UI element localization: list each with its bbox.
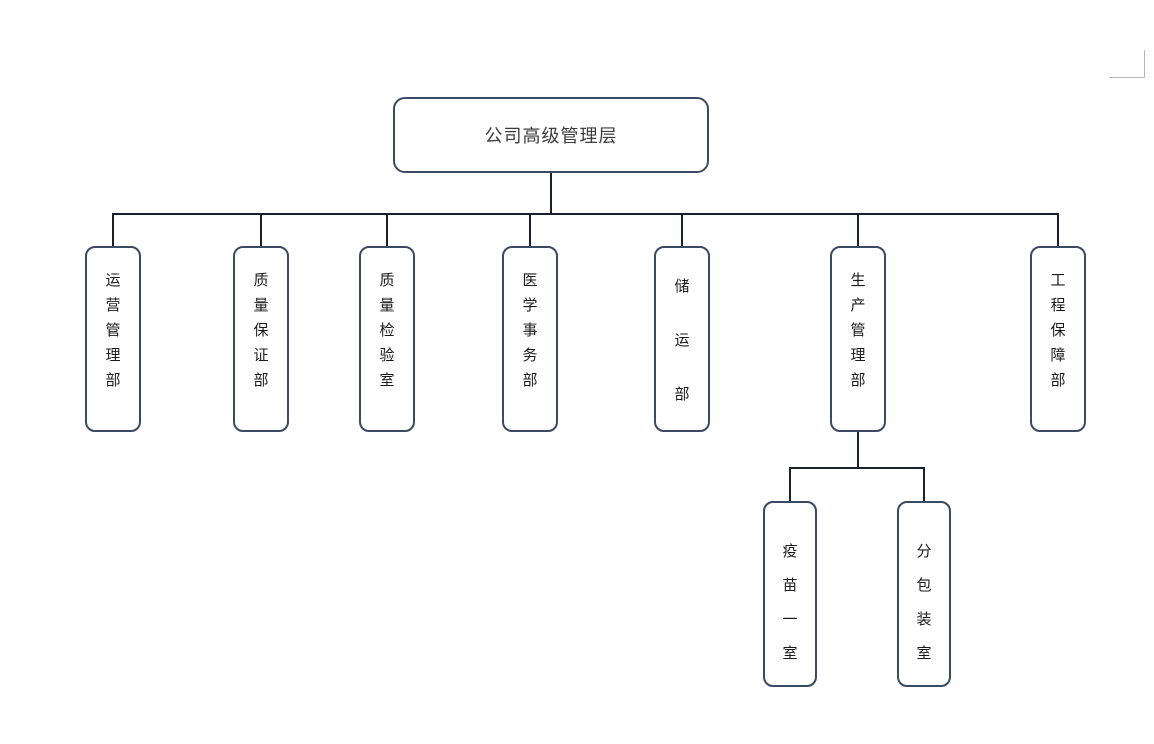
label-char: 包 [916, 578, 932, 594]
label-char: 理 [850, 348, 866, 364]
node-dept-logistics-label: 储运部 [656, 280, 708, 403]
node-dept-operations-label: 运营管理部 [87, 274, 139, 389]
label-char: 部 [522, 373, 538, 389]
node-dept-medical-label: 医学事务部 [504, 274, 556, 389]
label-char: 室 [916, 646, 932, 662]
node-dept-logistics[interactable]: 储运部 [654, 246, 710, 432]
node-dept-qc-lab[interactable]: 质量检验室 [359, 246, 415, 432]
label-char: 分 [916, 544, 932, 560]
label-char: 管 [105, 323, 121, 339]
label-char: 程 [1050, 298, 1066, 314]
label-char: 保 [253, 323, 269, 339]
label-char: 质 [253, 273, 269, 289]
node-sub-vaccine-room-1-label: 疫苗一室 [765, 545, 815, 662]
connector-drop-engineering [1057, 213, 1059, 246]
node-dept-qc-lab-label: 质量检验室 [361, 274, 413, 389]
node-dept-operations[interactable]: 运营管理部 [85, 246, 141, 432]
label-char: 证 [253, 348, 269, 364]
connector-drop-qa [260, 213, 262, 246]
label-char: 工 [1050, 273, 1066, 289]
label-char: 部 [850, 373, 866, 389]
label-char: 苗 [782, 578, 798, 594]
label-char: 室 [782, 646, 798, 662]
node-sub-packaging-room-label: 分包装室 [899, 545, 949, 662]
label-char: 量 [379, 298, 395, 314]
label-char: 理 [105, 348, 121, 364]
label-char: 部 [674, 387, 690, 403]
label-char: 一 [782, 612, 798, 628]
label-char: 产 [850, 298, 866, 314]
node-dept-qa-label: 质量保证部 [235, 274, 287, 389]
node-dept-engineering-label: 工程保障部 [1032, 274, 1084, 389]
label-char: 储 [674, 279, 690, 295]
connector-production-down [857, 431, 859, 469]
label-char: 室 [379, 373, 395, 389]
label-char: 检 [379, 323, 395, 339]
connector-root-down [550, 173, 552, 214]
node-root[interactable]: 公司高级管理层 [393, 97, 709, 173]
label-char: 疫 [782, 544, 798, 560]
connector-drop-vaccine-room-1 [789, 467, 791, 501]
connector-drop-logistics [681, 213, 683, 246]
label-char: 部 [1050, 373, 1066, 389]
label-char: 事 [522, 323, 538, 339]
label-char: 部 [253, 373, 269, 389]
page-margin-guide-icon [1109, 50, 1145, 78]
connector-drop-packaging-room [923, 467, 925, 501]
node-sub-vaccine-room-1[interactable]: 疫苗一室 [763, 501, 817, 687]
connector-main-bus [112, 213, 1059, 215]
label-char: 验 [379, 348, 395, 364]
label-char: 运 [674, 333, 690, 349]
connector-drop-production [857, 213, 859, 246]
node-dept-qa[interactable]: 质量保证部 [233, 246, 289, 432]
label-char: 管 [850, 323, 866, 339]
node-dept-medical[interactable]: 医学事务部 [502, 246, 558, 432]
node-sub-packaging-room[interactable]: 分包装室 [897, 501, 951, 687]
label-char: 务 [522, 348, 538, 364]
label-char: 保 [1050, 323, 1066, 339]
node-root-label: 公司高级管理层 [484, 126, 618, 146]
label-char: 营 [105, 298, 121, 314]
label-char: 装 [916, 612, 932, 628]
node-dept-engineering[interactable]: 工程保障部 [1030, 246, 1086, 432]
node-dept-production-label: 生产管理部 [832, 274, 884, 389]
label-char: 生 [850, 273, 866, 289]
label-char: 部 [105, 373, 121, 389]
connector-sub-bus [789, 467, 925, 469]
connector-drop-qc-lab [386, 213, 388, 246]
node-dept-production[interactable]: 生产管理部 [830, 246, 886, 432]
label-char: 医 [522, 273, 538, 289]
label-char: 学 [522, 298, 538, 314]
label-char: 质 [379, 273, 395, 289]
label-char: 量 [253, 298, 269, 314]
connector-drop-operations [112, 213, 114, 246]
label-char: 障 [1050, 348, 1066, 364]
label-char: 运 [105, 273, 121, 289]
connector-drop-medical [529, 213, 531, 246]
